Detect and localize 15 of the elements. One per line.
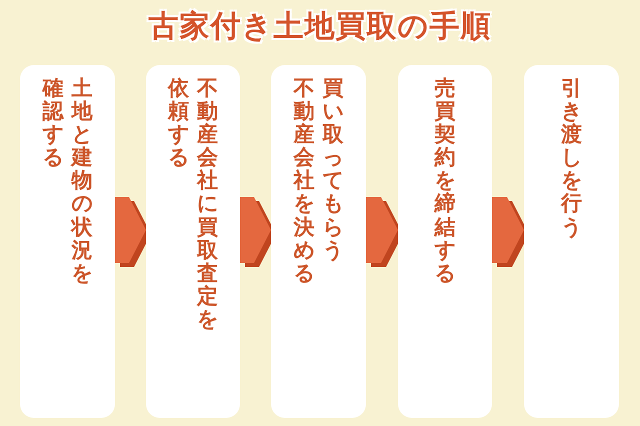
step-text: 不動産会社に買取査定を依頼する (166, 77, 220, 332)
step-text: 引き渡しを行う (560, 77, 584, 239)
step-card (271, 65, 366, 418)
step-text: 売買契約を締結する (433, 77, 458, 285)
title: 古家付き土地買取の手順 (148, 8, 492, 46)
step-card (146, 65, 240, 418)
chevron-arrow (115, 197, 146, 263)
step-card (524, 65, 619, 418)
chevron-arrow (492, 197, 524, 263)
step-text: 土地と建物の状況を確認する (41, 77, 94, 285)
step-card (20, 65, 115, 418)
step-text: 買い取ってもらう不動産会社を決める (292, 77, 346, 285)
chevron-arrow (366, 197, 398, 263)
step-card (398, 65, 492, 418)
chevron-arrow (240, 197, 271, 263)
